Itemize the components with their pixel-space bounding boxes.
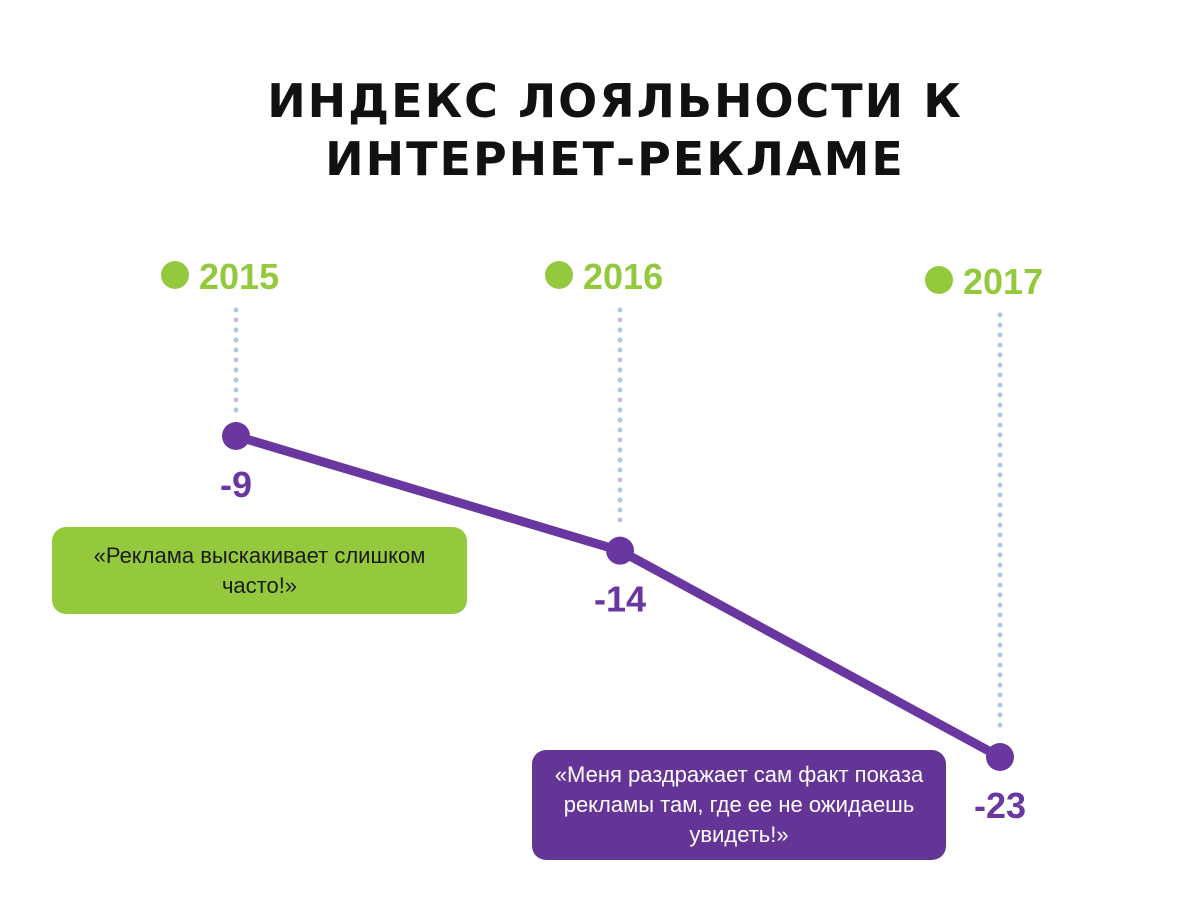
- year-label-2017: 2017: [963, 261, 1043, 302]
- year-guide-lines: [233, 307, 1003, 738]
- chart-title-line-1: ИНДЕКС ЛОЯЛЬНОСТИ К: [267, 74, 963, 128]
- quote-callout-purple: «Меня раздражает сам факт показа рекламы…: [532, 750, 946, 860]
- year-marker-2017: [925, 266, 953, 294]
- chart-title-line-2: ИНТЕРНЕТ-РЕКЛАМЕ: [325, 132, 905, 186]
- data-point-2015: [222, 422, 250, 450]
- year-tick-labels: 2015 2016 2017: [199, 256, 1043, 302]
- year-marker-2015: [161, 261, 189, 289]
- data-point-2016: [606, 536, 634, 565]
- year-markers: [161, 261, 953, 294]
- data-label-2016: -14: [594, 579, 646, 620]
- quote-callout-green: «Реклама выскакивает слишком часто!»: [52, 527, 467, 614]
- data-labels: -9 -14 -23: [220, 464, 1026, 826]
- data-label-2015: -9: [220, 464, 252, 505]
- year-label-2015: 2015: [199, 256, 279, 297]
- data-point-2017: [986, 743, 1014, 771]
- data-label-2017: -23: [974, 785, 1026, 826]
- data-points: [222, 422, 1014, 771]
- year-marker-2016: [545, 261, 573, 289]
- chart-title: ИНДЕКС ЛОЯЛЬНОСТИ К ИНТЕРНЕТ-РЕКЛАМЕ: [0, 72, 1200, 188]
- year-label-2016: 2016: [583, 256, 663, 297]
